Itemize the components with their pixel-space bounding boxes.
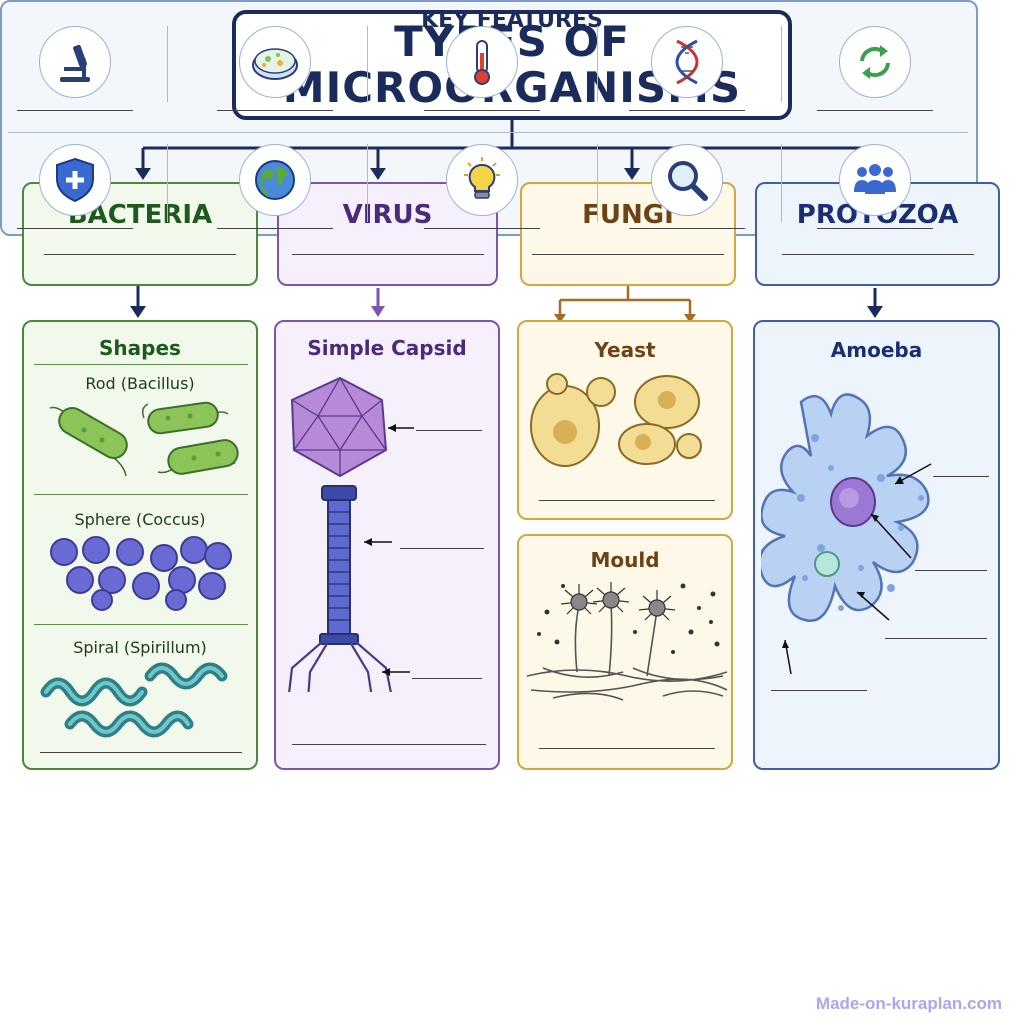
separator bbox=[167, 26, 168, 102]
answer-line bbox=[292, 744, 486, 745]
key-feature-cell bbox=[200, 144, 350, 236]
separator bbox=[597, 26, 598, 102]
answer-line bbox=[885, 638, 987, 639]
divider bbox=[34, 624, 248, 625]
divider bbox=[34, 364, 248, 365]
divider bbox=[34, 494, 248, 495]
key-feature-cell bbox=[800, 144, 950, 236]
answer-line bbox=[532, 254, 724, 255]
people-icon bbox=[839, 144, 911, 216]
lightbulb-icon bbox=[446, 144, 518, 216]
microscope-icon bbox=[39, 26, 111, 98]
dna-icon bbox=[651, 26, 723, 98]
fungi-yeast-panel: Yeast bbox=[517, 320, 733, 520]
bacteria-heading: Shapes bbox=[99, 336, 181, 360]
coccus-bacteria-illustration bbox=[50, 536, 232, 611]
separator bbox=[167, 144, 168, 222]
key-feature-cell bbox=[612, 144, 762, 236]
answer-line bbox=[400, 548, 484, 549]
answer-line bbox=[44, 254, 236, 255]
key-features-title: KEY FEATURES bbox=[421, 8, 603, 33]
sphere-label: Sphere (Coccus) bbox=[74, 510, 206, 529]
yeast-heading: Yeast bbox=[594, 338, 656, 362]
magnifier-icon bbox=[651, 144, 723, 216]
answer-line bbox=[933, 476, 989, 477]
rod-label: Rod (Bacillus) bbox=[85, 374, 195, 393]
protozoa-heading: Amoeba bbox=[830, 338, 923, 362]
spirillum-bacteria-illustration bbox=[40, 662, 228, 738]
answer-line bbox=[291, 254, 484, 255]
petri-dish-icon bbox=[239, 26, 311, 98]
recycle-icon bbox=[839, 26, 911, 98]
separator bbox=[781, 144, 782, 222]
answer-line bbox=[915, 570, 987, 571]
spiral-label: Spiral (Spirillum) bbox=[73, 638, 207, 657]
separator bbox=[367, 26, 368, 102]
bacteriophage-illustration bbox=[288, 376, 414, 692]
shield-icon bbox=[39, 144, 111, 216]
yeast-illustration bbox=[530, 373, 702, 467]
thermometer-icon bbox=[446, 26, 518, 98]
answer-line bbox=[412, 678, 482, 679]
key-feature-cell bbox=[800, 26, 950, 118]
category-title: VIRUS bbox=[342, 200, 433, 230]
answer-line bbox=[539, 500, 715, 501]
answer-line bbox=[771, 690, 867, 691]
key-features-panel: KEY FEATURES bbox=[0, 0, 978, 236]
key-feature-cell bbox=[407, 26, 557, 118]
protozoa-panel: Amoeba bbox=[753, 320, 1000, 770]
answer-line bbox=[40, 752, 242, 753]
key-feature-cell bbox=[407, 144, 557, 236]
connector-lines bbox=[130, 120, 883, 323]
rod-bacteria-illustration bbox=[49, 401, 239, 477]
answer-line bbox=[781, 254, 974, 255]
mould-heading: Mould bbox=[590, 548, 660, 572]
separator bbox=[781, 26, 782, 102]
separator bbox=[367, 144, 368, 222]
key-feature-cell bbox=[0, 144, 150, 236]
virus-heading: Simple Capsid bbox=[307, 336, 467, 360]
row-divider bbox=[8, 132, 968, 133]
amoeba-illustration bbox=[761, 393, 932, 675]
separator bbox=[597, 144, 598, 222]
globe-icon bbox=[239, 144, 311, 216]
mould-illustration bbox=[526, 582, 728, 701]
answer-line bbox=[539, 748, 715, 749]
fungi-mould-panel: Mould bbox=[517, 534, 733, 770]
virus-panel: Simple Capsid bbox=[274, 320, 500, 770]
key-feature-cell bbox=[0, 26, 150, 118]
key-feature-cell bbox=[200, 26, 350, 118]
watermark: Made-on-kuraplan.com bbox=[815, 994, 1002, 1013]
key-feature-cell bbox=[612, 26, 762, 118]
bacteria-panel: Shapes Rod (Bacillus) Sphere (Coccus) Sp… bbox=[22, 320, 258, 770]
answer-line bbox=[416, 430, 482, 431]
